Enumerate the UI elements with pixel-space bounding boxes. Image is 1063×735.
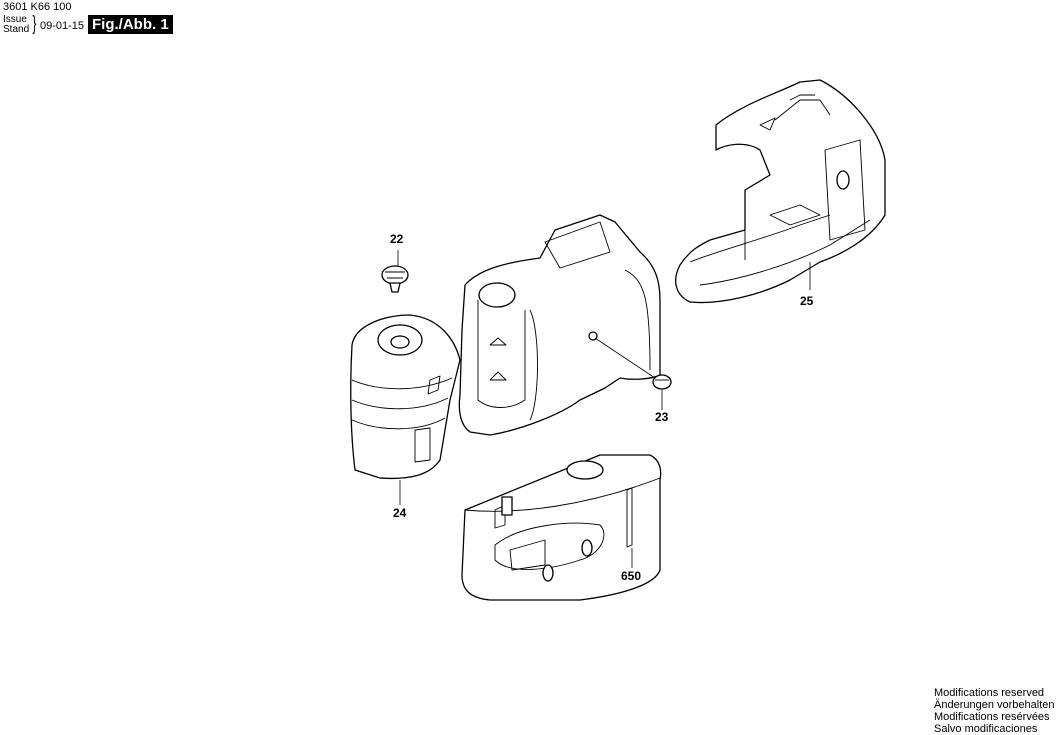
modifications-notice: Modifications reserved Änderungen vorbeh… <box>934 687 1054 735</box>
part-label-25: 25 <box>800 294 814 308</box>
part-650-drawing <box>461 454 662 601</box>
note-en: Modifications reserved <box>934 687 1045 699</box>
note-de: Änderungen vorbehalten <box>934 699 1055 711</box>
part-23-drawing <box>652 374 672 390</box>
brace: } <box>32 13 37 35</box>
issue-date: 09-01-15 <box>40 20 85 32</box>
stand-label: Stand <box>3 24 30 35</box>
note-fr: Modifications resérvées <box>934 711 1050 723</box>
part-label-23: 23 <box>655 410 669 424</box>
part-24-drawing <box>350 314 461 480</box>
part-label-24: 24 <box>393 506 407 520</box>
figure-label: Fig./Abb. 1 <box>88 15 173 34</box>
note-es: Salvo modificaciones <box>934 723 1038 735</box>
housing-drawing <box>458 214 661 436</box>
part-25-drawing <box>675 79 886 304</box>
part-label-650: 650 <box>621 569 642 583</box>
part-22-drawing <box>381 265 409 293</box>
part-label-22: 22 <box>390 232 404 246</box>
document-number: 3601 K66 100 <box>3 1 72 13</box>
issue-label: Issue <box>3 14 27 25</box>
